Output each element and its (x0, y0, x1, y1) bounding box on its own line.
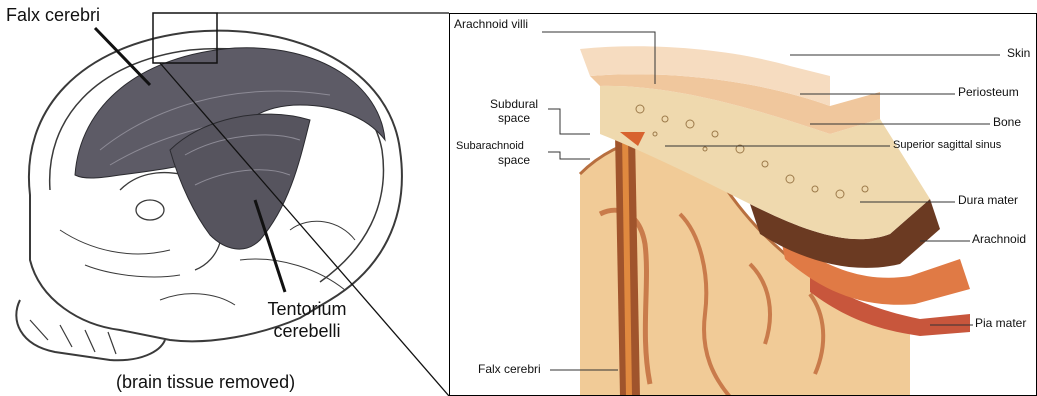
label-dura-mater: Dura mater (958, 194, 1018, 207)
tentorium-cerebelli-shape (170, 114, 310, 249)
meninges-illustration (450, 14, 1037, 396)
label-falx-cerebri-left: Falx cerebri (6, 6, 100, 26)
label-subdural-line1: Subdural (490, 98, 538, 111)
label-arachnoid: Arachnoid (972, 233, 1026, 246)
label-periosteum: Periosteum (958, 86, 1019, 99)
label-arachnoid-villi: Arachnoid villi (454, 18, 528, 31)
skull-illustration (0, 0, 430, 396)
label-superior-sagittal-sinus: Superior sagittal sinus (893, 139, 1001, 151)
label-tentorium-line2: cerebelli (252, 322, 362, 342)
label-tentorium-line1: Tentorium (252, 300, 362, 320)
label-subarachnoid-line2: space (498, 154, 530, 167)
label-falx-cerebri-right: Falx cerebri (478, 363, 541, 376)
label-skin: Skin (1007, 47, 1030, 60)
meninges-cross-section: Arachnoid villi Subdural space Subarachn… (449, 13, 1037, 396)
label-bone: Bone (993, 116, 1021, 129)
label-subarachnoid-line1: Subarachnoid (456, 140, 524, 152)
caption-brain-tissue-removed: (brain tissue removed) (116, 373, 295, 393)
label-pia-mater: Pia mater (975, 317, 1026, 330)
label-subdural-line2: space (498, 112, 530, 125)
